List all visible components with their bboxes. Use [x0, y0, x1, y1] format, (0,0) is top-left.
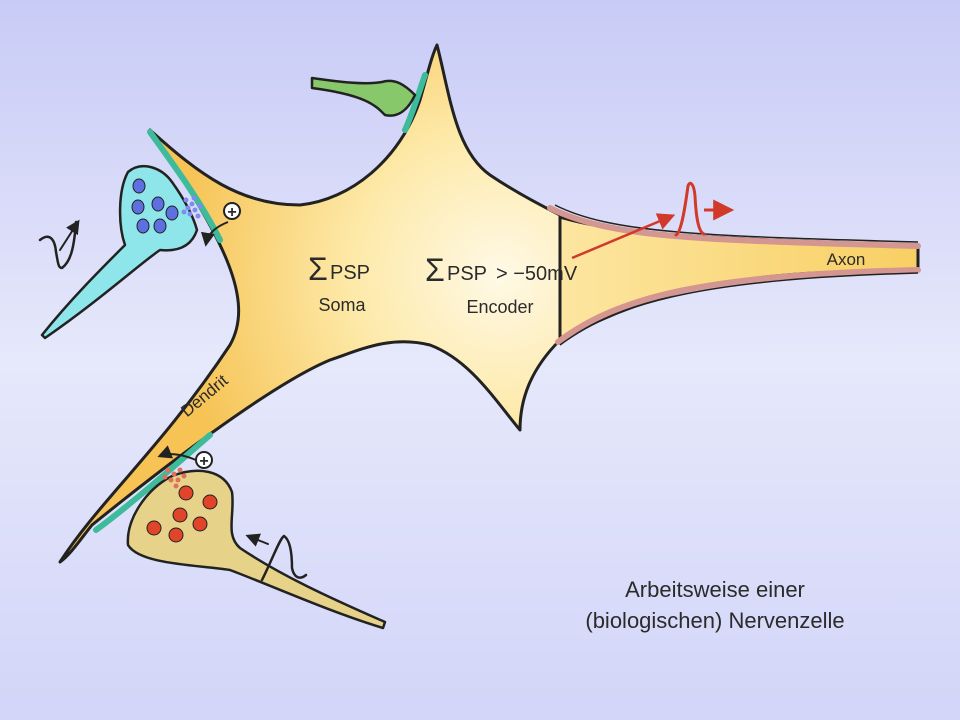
- synapse-cyan: [40, 164, 199, 340]
- psp-soma-label: PSP: [330, 262, 370, 284]
- released-transmitter-blue: [181, 195, 203, 219]
- released-transmitter-red: [162, 467, 187, 489]
- myelin-sheath-top: [547, 205, 921, 249]
- plus-circle-icon: +: [195, 451, 213, 470]
- synapse-green: [310, 76, 417, 117]
- sum-symbol: Σ: [308, 251, 328, 287]
- svg-text:+: +: [227, 204, 236, 221]
- axon-label: Axon: [827, 250, 866, 269]
- caption: Arbeitsweise einer (biologischen) Nerven…: [520, 574, 910, 636]
- action-potential-icon: [38, 219, 80, 270]
- output-arrow: [571, 213, 676, 260]
- vesicles-blue: [131, 178, 179, 234]
- myelin-sheath-bottom: [555, 267, 921, 345]
- svg-text:+: +: [199, 453, 208, 470]
- threshold-label: > −50mV: [496, 263, 578, 285]
- psp-encoder-label: PSP: [447, 263, 487, 285]
- caption-line-2: (biologischen) Nervenzelle: [585, 608, 845, 633]
- action-potential-icon: [674, 181, 706, 237]
- encoder-label: Encoder: [466, 297, 533, 317]
- arrow-icon: [157, 445, 197, 461]
- plus-circle-icon: +: [223, 202, 241, 221]
- vesicles-red: [146, 485, 218, 543]
- arrow-icon: [200, 221, 229, 247]
- postsynaptic-membrane-green: [402, 72, 428, 133]
- caption-line-1: Arbeitsweise einer: [625, 577, 805, 602]
- postsynaptic-membrane-bottom: [93, 432, 213, 533]
- soma-label: Soma: [318, 295, 366, 315]
- sum-symbol: Σ: [425, 252, 445, 288]
- synapse-tan: [126, 469, 387, 630]
- action-potential-icon: [245, 533, 308, 582]
- postsynaptic-membrane-top: [147, 129, 223, 243]
